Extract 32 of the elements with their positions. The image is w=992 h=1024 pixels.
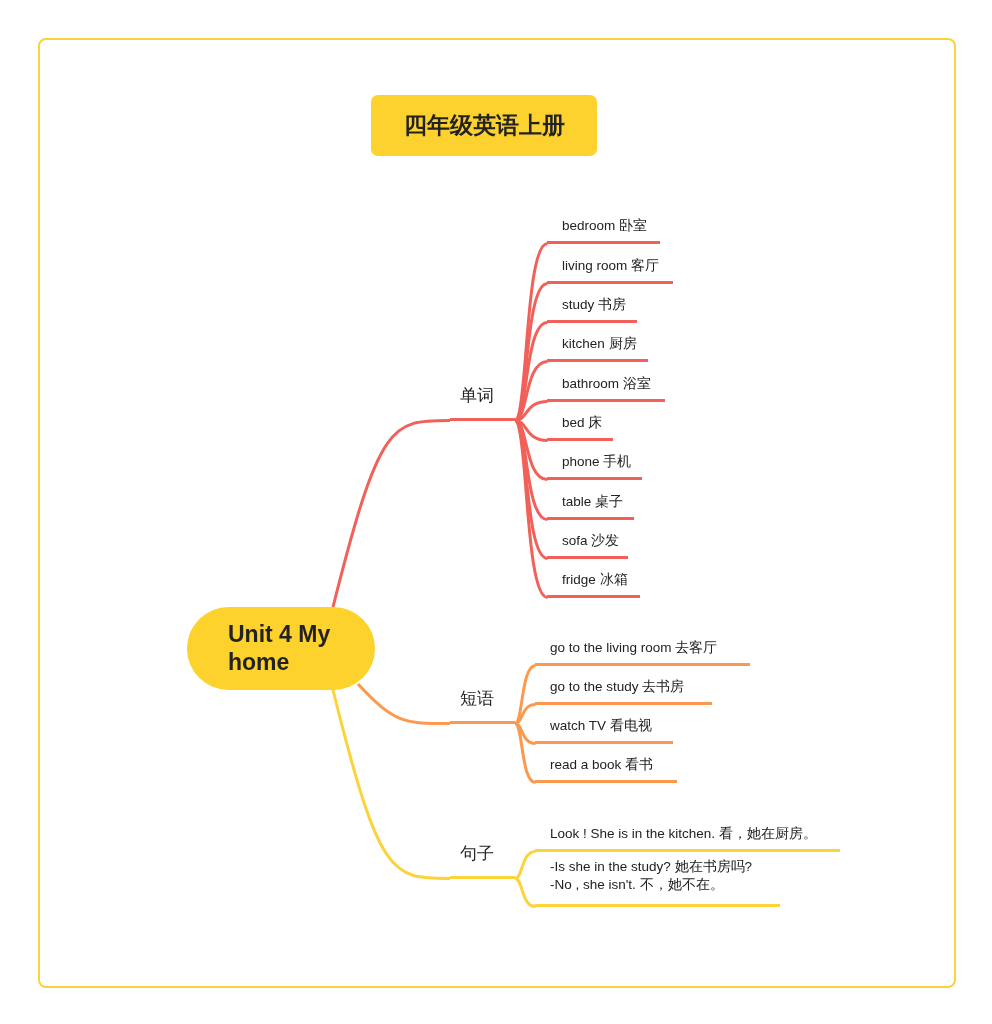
topic-label: go to the living room 去客厅 bbox=[535, 637, 750, 666]
branch-line bbox=[514, 877, 536, 908]
branch-line bbox=[356, 682, 450, 725]
branch-line bbox=[514, 850, 536, 880]
topic-label: bathroom 浴室 bbox=[547, 373, 665, 402]
branch-line bbox=[514, 703, 536, 725]
topic-label: bed 床 bbox=[547, 412, 613, 441]
branch-line bbox=[514, 722, 536, 784]
topic-label: Look ! She is in the kitchen. 看，她在厨房。 bbox=[535, 823, 840, 852]
branch-line bbox=[331, 419, 450, 608]
central-topic: Unit 4 My home bbox=[187, 607, 375, 690]
branch-line bbox=[513, 419, 549, 599]
topic-label: living room 客厅 bbox=[547, 255, 673, 284]
topic-label: go to the study 去书房 bbox=[535, 676, 712, 705]
topic-label: sofa 沙发 bbox=[547, 530, 628, 559]
topic-label: kitchen 厨房 bbox=[547, 333, 648, 362]
topic-label: bedroom 卧室 bbox=[547, 215, 660, 244]
topic-label: read a book 看书 bbox=[535, 754, 677, 783]
branch-label: 短语 bbox=[450, 688, 515, 724]
branch-line bbox=[331, 689, 450, 880]
topic-label: table 桌子 bbox=[547, 491, 634, 520]
branch-line bbox=[513, 419, 549, 560]
topic-label: watch TV 看电视 bbox=[535, 715, 673, 744]
branch-label: 句子 bbox=[450, 843, 515, 879]
topic-label: fridge 冰箱 bbox=[547, 569, 640, 598]
sentence-text: -Is she in the study? 她在书房吗? bbox=[550, 858, 753, 876]
topic-label: phone 手机 bbox=[547, 451, 642, 480]
sentence-text: -No , she isn't. 不，她不在。 bbox=[550, 876, 724, 894]
branch-label: 单词 bbox=[450, 385, 515, 421]
topic-label: study 书房 bbox=[547, 294, 637, 323]
topic-underline bbox=[535, 856, 780, 907]
title-box: 四年级英语上册 bbox=[371, 95, 597, 156]
